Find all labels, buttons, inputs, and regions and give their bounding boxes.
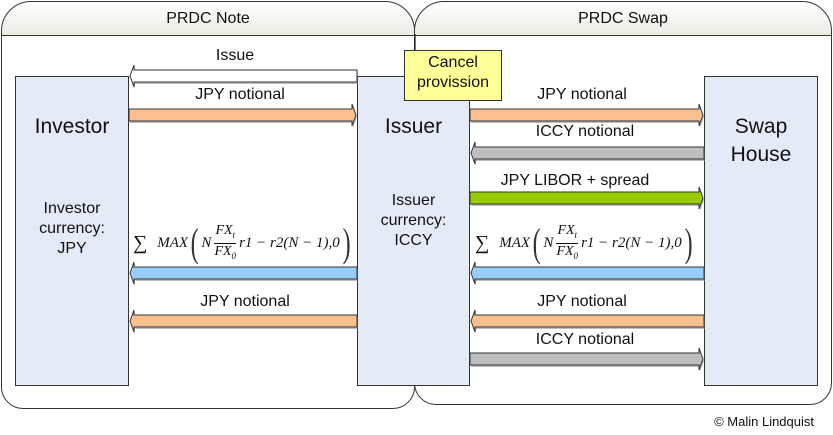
label-note-jpy-notional-out: JPY notional (200, 293, 290, 310)
paren-open: ( (532, 220, 541, 265)
flow-arrow-note-jpy-notional-in[interactable] (128, 103, 357, 127)
note-line-2: provission (416, 74, 490, 91)
investor-currency-line-2: currency: (39, 220, 105, 237)
swap-house-name-line-2: House (730, 143, 792, 166)
flow-arrow-swap-iccy-notional-out[interactable] (469, 347, 704, 371)
formula-rest: r1 − r2(N − 1),0 (239, 234, 340, 251)
label-swap-jpy-notional-out: JPY notional (537, 293, 627, 310)
swap-house-name-line-1: Swap (734, 115, 788, 138)
label-swap-libor: JPY LIBOR + spread (500, 172, 650, 189)
actor-issuer[interactable]: Issuer Issuer currency: ICCY (357, 76, 470, 386)
label-swap-iccy-notional-in: ICCY notional (535, 123, 635, 140)
flow-arrow-swap-jpy-notional-out[interactable] (470, 309, 705, 333)
sub-0: 0 (573, 250, 579, 261)
fx-numerator: FX (557, 222, 575, 238)
n-text: N (543, 234, 554, 251)
sigma-symbol: ∑ (133, 231, 148, 254)
investor-name: Investor (34, 115, 110, 138)
lane-title-prdc-note: PRDC Note (2, 2, 414, 36)
sub-0: 0 (231, 250, 237, 261)
paren-close: ) (684, 220, 693, 265)
n-text: N (201, 234, 212, 251)
sub-t: t (232, 229, 236, 240)
note-line-1: Cancel (428, 54, 478, 71)
label-swap-jpy-notional-in: JPY notional (537, 86, 627, 103)
max-text: MAX (499, 234, 531, 251)
investor-currency-line-1: Investor (43, 200, 101, 217)
flow-arrow-note-jpy-notional-out[interactable] (129, 309, 358, 333)
formula-rest: r1 − r2(N − 1),0 (581, 234, 682, 251)
issuer-currency-line-3: ICCY (394, 232, 433, 249)
fx-numerator: FX (215, 222, 233, 238)
paren-close: ) (342, 220, 351, 265)
label-issue: Issue (215, 47, 255, 64)
coupon-formula-swap: ∑ MAX ( N FXt FX0 r1 − r2(N − 1),0 ) (475, 220, 695, 266)
label-note-jpy-notional-in: JPY notional (195, 86, 285, 103)
max-text: MAX (157, 234, 189, 251)
fx-ratio: FXt FX0 (214, 222, 237, 264)
sub-t: t (574, 229, 578, 240)
flow-arrow-issue[interactable] (129, 64, 358, 88)
issuer-currency-line-1: Issuer (391, 192, 436, 209)
flow-arrow-note-coupon[interactable] (129, 261, 358, 285)
flow-arrow-swap-libor[interactable] (469, 186, 704, 210)
fx-denominator: FX (556, 243, 574, 259)
label-swap-iccy-notional-out: ICCY notional (535, 331, 635, 348)
investor-currency-line-3: JPY (57, 240, 87, 257)
lane-title-prdc-swap: PRDC Swap (415, 2, 831, 36)
fx-denominator: FX (214, 243, 232, 259)
issuer-currency-line-2: currency: (380, 212, 447, 229)
fx-ratio: FXt FX0 (556, 222, 579, 264)
actor-swap-house[interactable]: Swap House (704, 76, 818, 386)
flow-arrow-swap-iccy-notional-in[interactable] (470, 141, 705, 165)
copyright-text: © Malin Lindquist (714, 414, 814, 429)
issuer-name: Issuer (384, 115, 443, 138)
actor-investor[interactable]: Investor Investor currency: JPY (15, 76, 129, 386)
flow-arrow-swap-jpy-notional-in[interactable] (469, 103, 704, 127)
cancel-provision-note[interactable]: Cancel provission (404, 50, 502, 101)
sigma-symbol: ∑ (475, 231, 490, 254)
paren-open: ( (190, 220, 199, 265)
flow-arrow-swap-coupon[interactable] (470, 261, 705, 285)
coupon-formula-note: ∑ MAX ( N FXt FX0 r1 − r2(N − 1),0 ) (133, 220, 353, 266)
